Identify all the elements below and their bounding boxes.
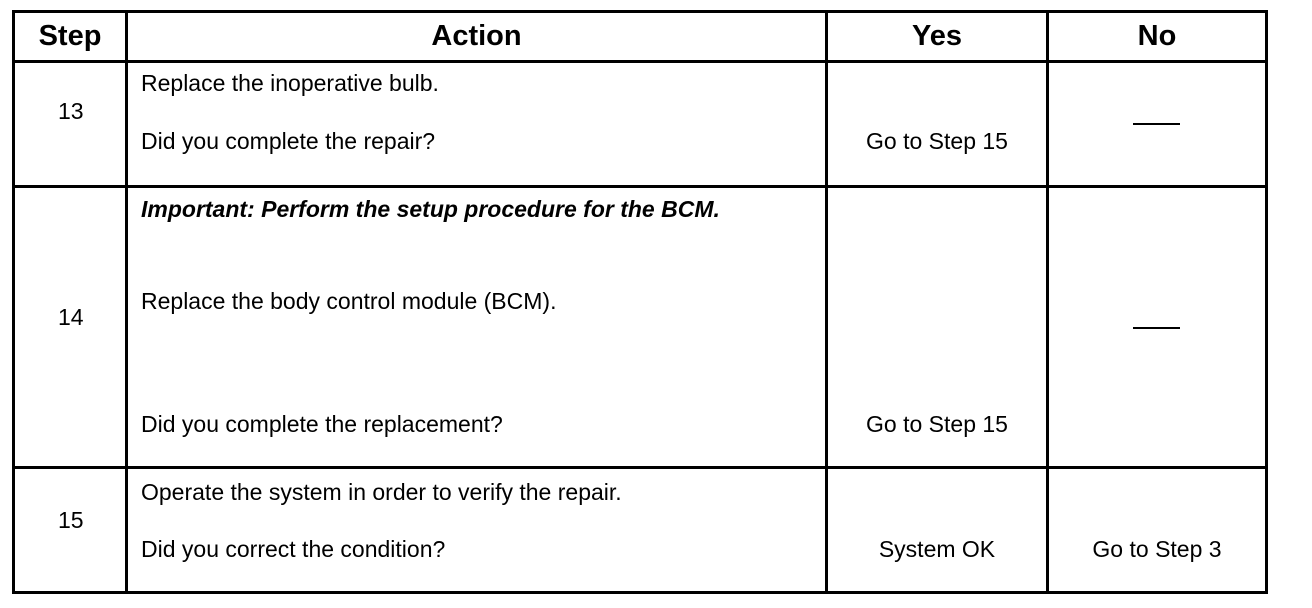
- important-note: Important: Perform the setup procedure f…: [141, 196, 720, 222]
- yes-result: System OK: [878, 536, 996, 562]
- yes-result: Go to Step 15: [866, 411, 1008, 437]
- row-divider: [15, 466, 1265, 469]
- action-text: Replace the body control module (BCM).: [141, 288, 557, 314]
- column-divider: [1046, 13, 1049, 591]
- question-text: Did you complete the repair?: [141, 128, 436, 154]
- row-divider: [15, 60, 1265, 63]
- column-divider: [125, 13, 128, 591]
- no-result: Go to Step 3: [1092, 536, 1222, 562]
- row-divider: [15, 185, 1265, 188]
- column-divider: [825, 13, 828, 591]
- question-text: Did you correct the condition?: [141, 536, 446, 562]
- action-text: Replace the inoperative bulb.: [141, 70, 439, 96]
- step-number: 14: [58, 304, 84, 330]
- question-text: Did you complete the replacement?: [141, 411, 503, 437]
- step-number: 13: [58, 98, 84, 124]
- diagnostic-table: Step Action Yes No 13 Replace the inoper…: [12, 10, 1268, 594]
- step-number: 15: [58, 507, 84, 533]
- header-action: Action: [431, 20, 522, 52]
- yes-result: Go to Step 15: [866, 128, 1008, 154]
- header-yes: Yes: [912, 20, 962, 52]
- no-result-dash: [1133, 123, 1180, 125]
- no-result-dash: [1133, 327, 1180, 329]
- header-no: No: [1137, 20, 1177, 52]
- action-text: Operate the system in order to verify th…: [141, 479, 622, 505]
- header-step: Step: [38, 20, 102, 52]
